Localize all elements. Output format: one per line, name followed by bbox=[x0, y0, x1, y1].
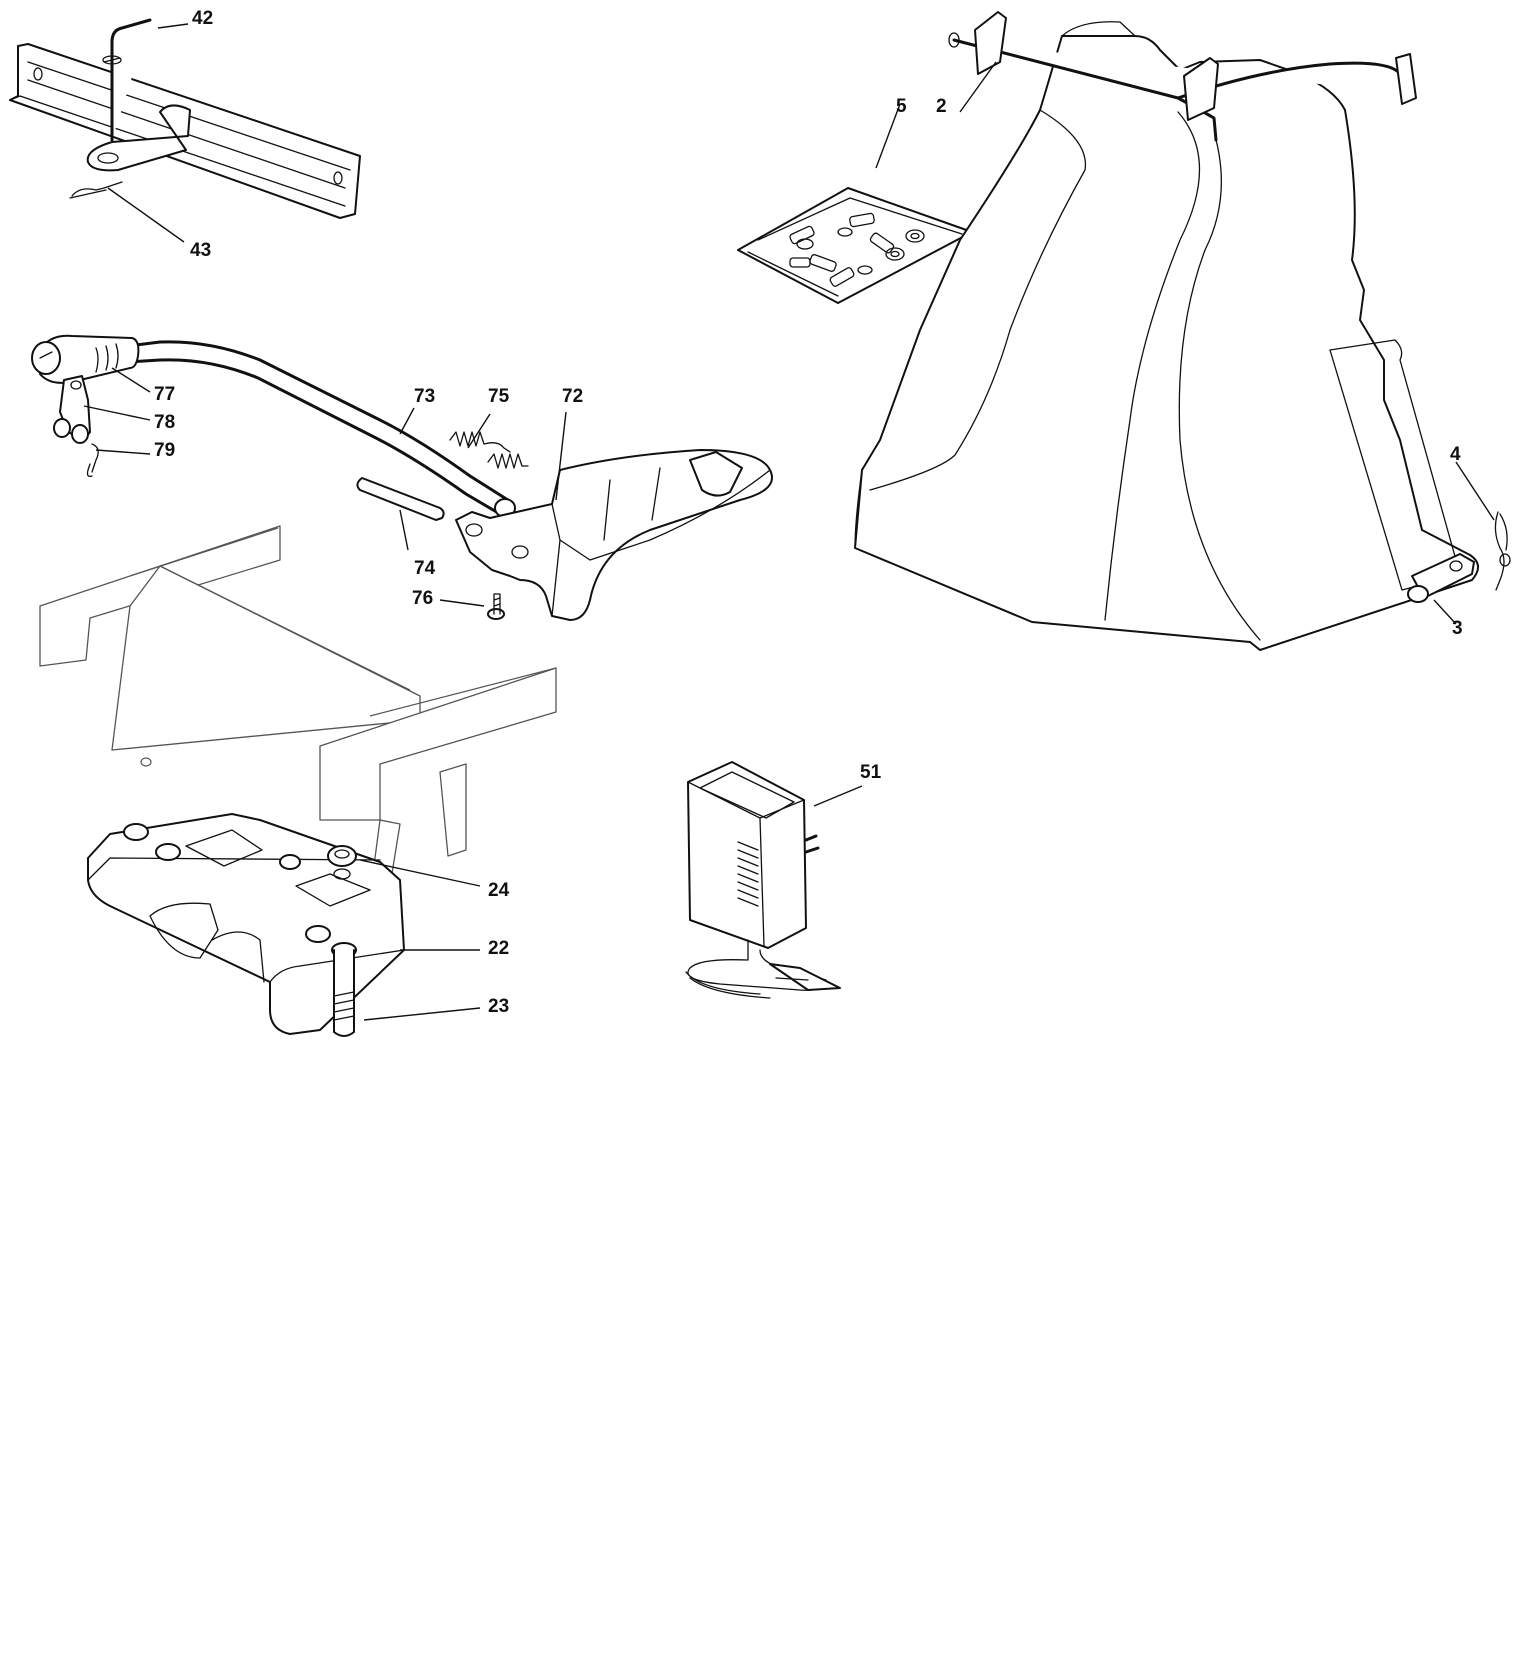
weight-nut bbox=[327, 845, 357, 880]
torsion-springs bbox=[449, 431, 529, 469]
callout-2: 2 bbox=[936, 96, 947, 117]
bag-frame-rod bbox=[948, 11, 1417, 142]
callout-72: 72 bbox=[562, 386, 583, 407]
pivot-pin bbox=[356, 477, 445, 521]
leader-lines bbox=[83, 23, 1495, 1021]
callout-73: 73 bbox=[414, 386, 435, 407]
lever-rod bbox=[126, 340, 516, 518]
front-frame-and-weight bbox=[39, 525, 557, 1037]
lever-link bbox=[53, 375, 91, 444]
hardware-kit-bag bbox=[737, 187, 973, 304]
battery-charger bbox=[685, 761, 841, 999]
callout-43: 43 bbox=[190, 240, 211, 261]
callout-76: 76 bbox=[412, 588, 433, 609]
lever-grip bbox=[31, 334, 140, 384]
callout-79: 79 bbox=[154, 440, 175, 461]
callout-75: 75 bbox=[488, 386, 510, 407]
r-clip bbox=[69, 181, 123, 199]
counterweight bbox=[87, 813, 405, 1035]
callout-22: 22 bbox=[488, 938, 509, 959]
hairpin-clip bbox=[1494, 511, 1511, 591]
callout-51: 51 bbox=[860, 762, 882, 783]
callout-labels: 42 43 5 2 77 78 79 73 75 72 74 76 4 3 51… bbox=[154, 8, 1463, 1017]
callout-42: 42 bbox=[192, 8, 213, 29]
front-frame bbox=[39, 525, 557, 899]
lever-bracket bbox=[455, 449, 773, 621]
hitch-pin bbox=[102, 18, 152, 142]
callout-78: 78 bbox=[154, 412, 175, 433]
callout-23: 23 bbox=[488, 996, 509, 1017]
callout-3: 3 bbox=[1452, 618, 1463, 639]
hitch-rail-assembly bbox=[9, 18, 361, 219]
frame-pin bbox=[1407, 553, 1475, 603]
tipping-lever-assembly bbox=[31, 334, 773, 621]
callout-77: 77 bbox=[154, 384, 175, 405]
weight-bolt bbox=[331, 942, 357, 1037]
callout-4: 4 bbox=[1450, 444, 1461, 465]
callout-5: 5 bbox=[896, 96, 907, 117]
callout-24: 24 bbox=[488, 880, 510, 901]
callout-74: 74 bbox=[414, 558, 436, 579]
self-tapping-screw bbox=[487, 593, 505, 620]
small-hook bbox=[86, 443, 99, 478]
grass-catcher-bag bbox=[854, 11, 1511, 651]
